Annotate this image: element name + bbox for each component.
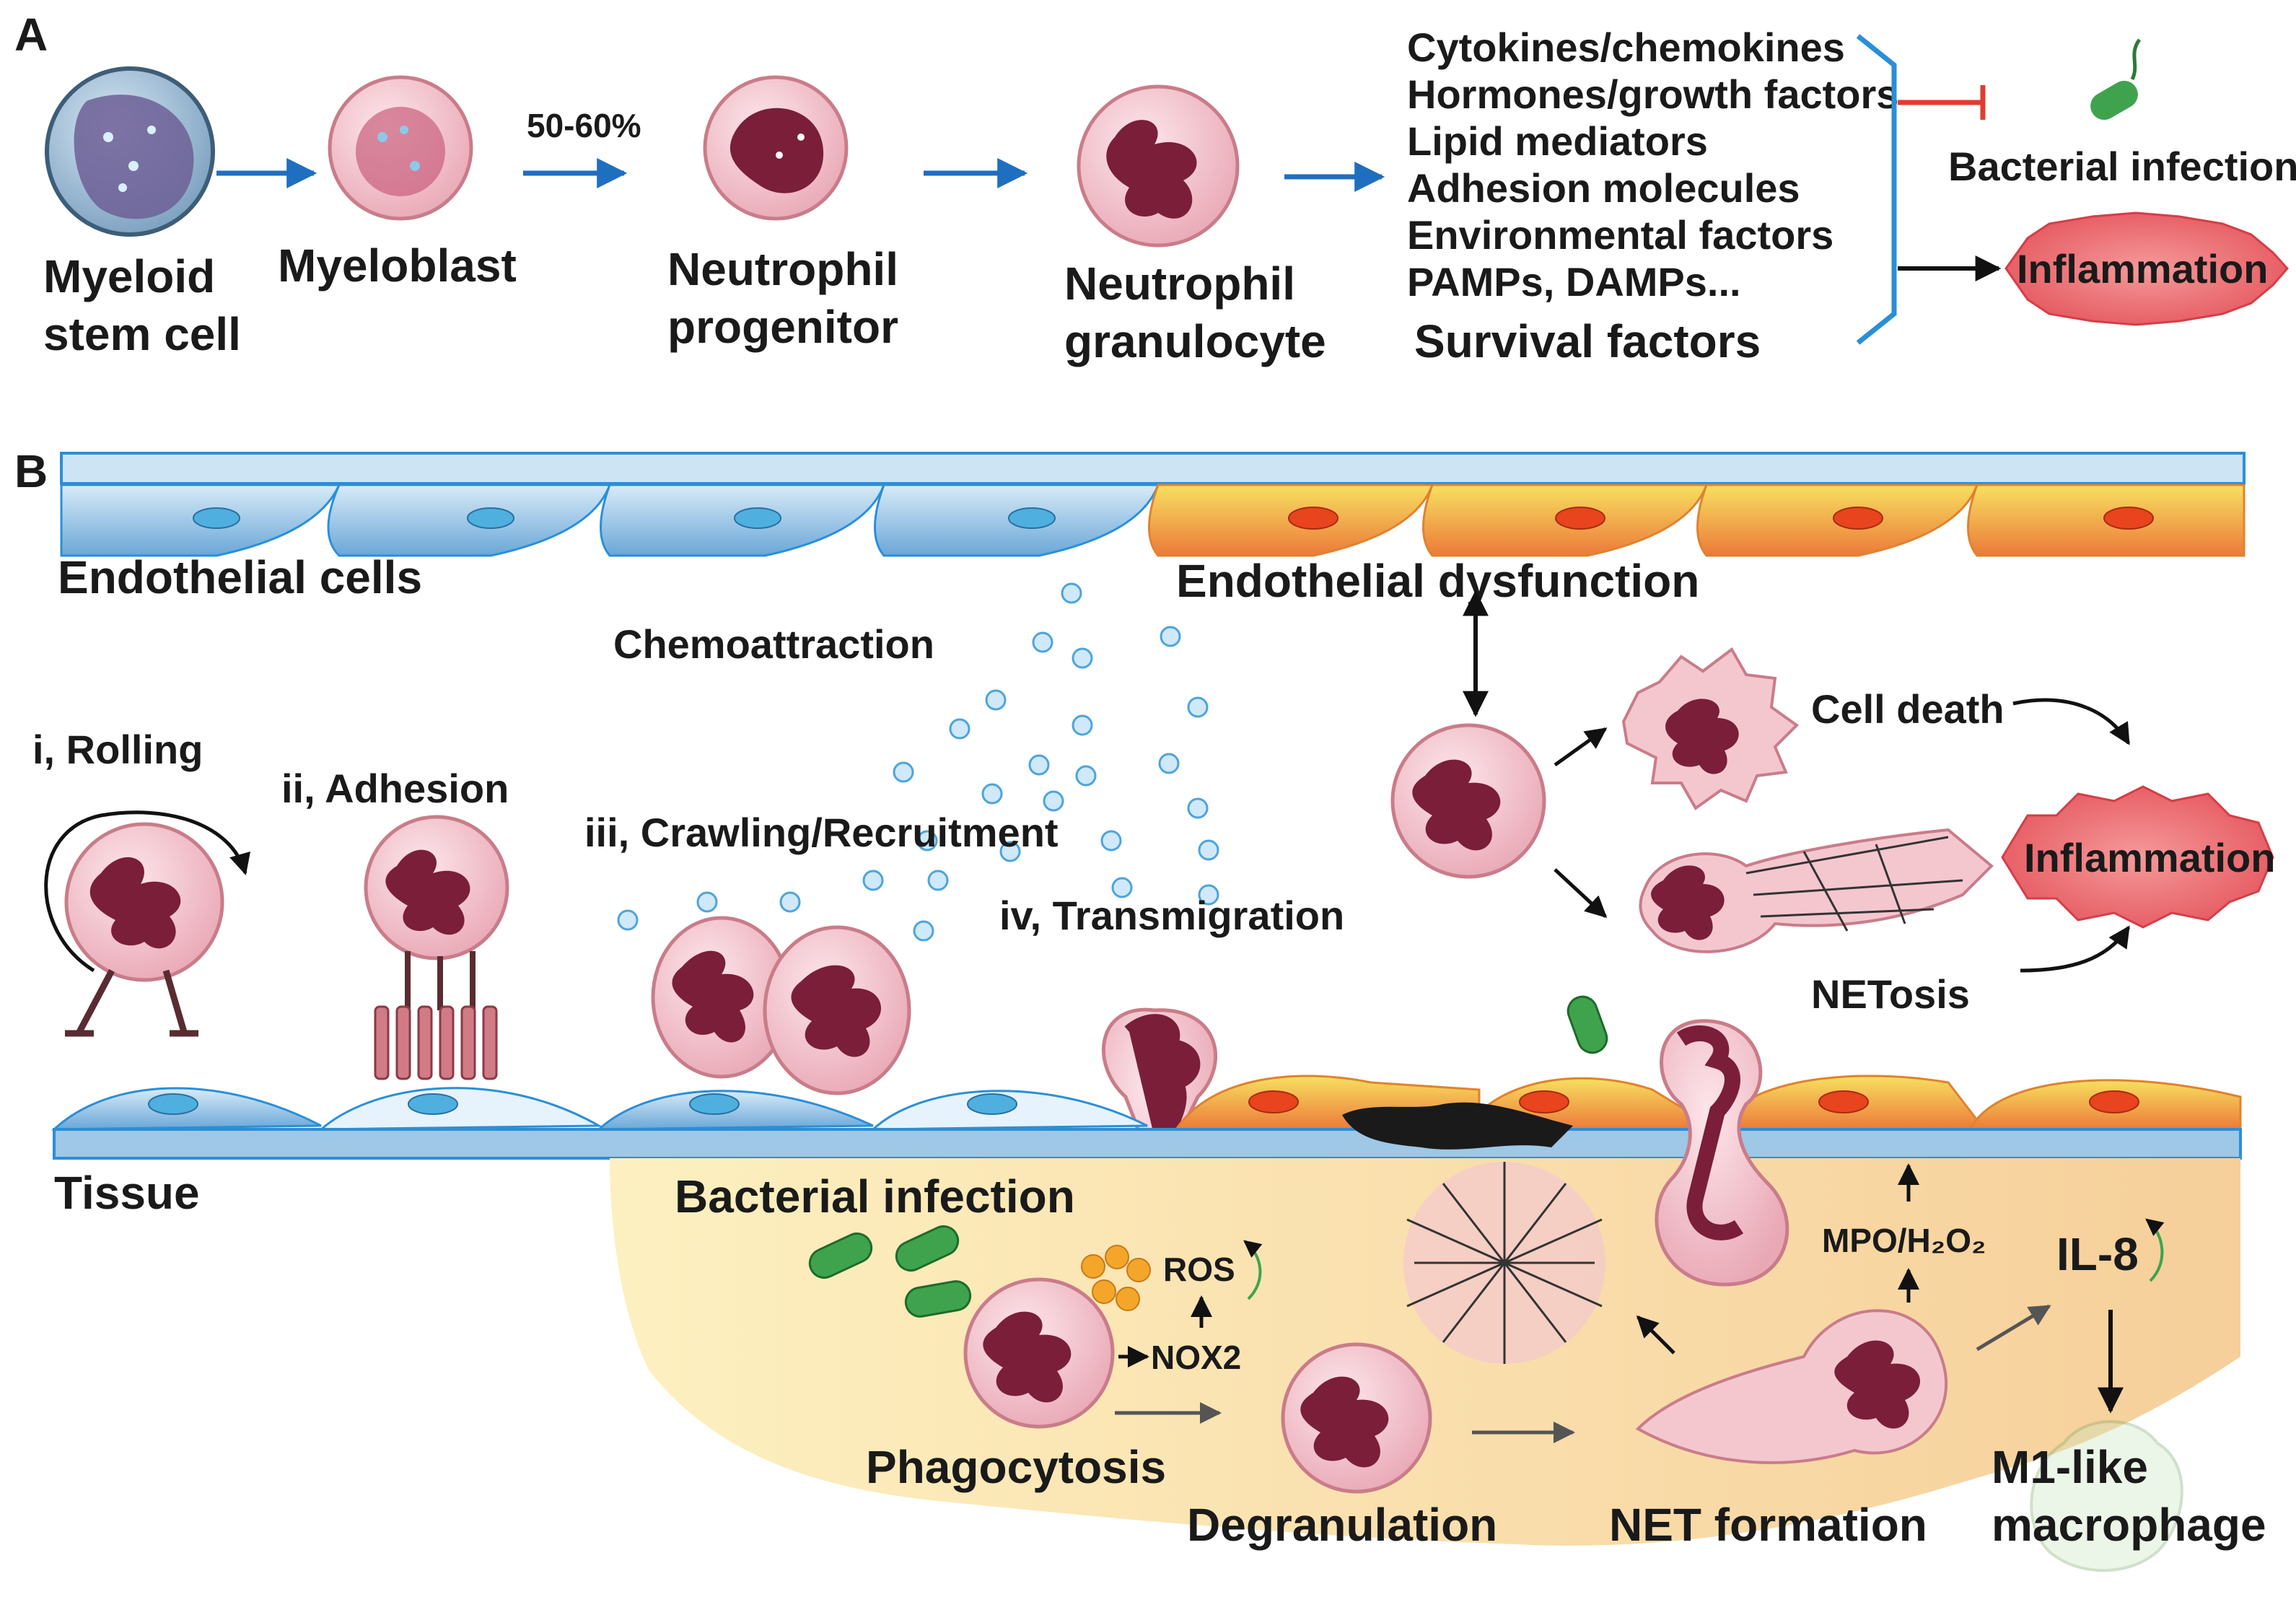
arrow-to-cell-death	[1554, 727, 1608, 767]
factor-item: Lipid mediators	[1407, 118, 1708, 164]
cell-death-label: Cell death	[1811, 686, 2004, 732]
rolling-receptors	[65, 968, 198, 1037]
neutrophil-progenitor-cell	[703, 75, 849, 221]
adhesion-label: ii, Adhesion	[281, 766, 509, 811]
neutrophil-progenitor-label-2: progenitor	[667, 301, 898, 353]
transmigration-label: iv, Transmigration	[999, 893, 1344, 938]
netosis-cell	[1639, 828, 1994, 953]
survival-factors-title: Survival factors	[1414, 315, 1761, 367]
neutrophil-granulocyte-label-2: granulocyte	[1064, 315, 1326, 367]
bacteria-icon	[2090, 38, 2142, 120]
arrow-to-netosis	[1554, 868, 1608, 919]
il8-label: IL-8	[2056, 1228, 2139, 1280]
tissue-label: Tissue	[54, 1167, 200, 1219]
endothelial-dysfunction-label: Endothelial dysfunction	[1176, 555, 1699, 607]
ros-label: ROS	[1163, 1251, 1235, 1288]
factor-item: PAMPs, DAMPs...	[1407, 259, 1741, 305]
inflammation-burst-b	[2001, 785, 2274, 929]
arrow-net-up	[1636, 1315, 1675, 1354]
macrophage-label-1: M1-like	[1992, 1441, 2148, 1493]
myeloid-stem-cell	[45, 66, 215, 237]
myeloblast-label: Myeloblast	[278, 240, 517, 292]
ros-up-arrow	[1243, 1240, 1263, 1300]
inflammation-label-b: Inflammation	[2024, 835, 2275, 880]
degranulation-neutrophil	[1281, 1342, 1432, 1494]
dysfunction-neutrophil	[1390, 723, 1546, 879]
dying-cell	[1621, 647, 1800, 810]
net-formation-neutrophil	[1635, 1309, 1948, 1464]
adhesion-molecules	[374, 1005, 498, 1080]
nox2-label: NOX2	[1151, 1339, 1241, 1376]
rolling-neutrophil	[64, 822, 224, 982]
crawling-label: iii, Crawling/Recruitment	[584, 810, 1059, 855]
panel-a-label: A	[14, 9, 48, 61]
bacterial-infection-label-a: Bacterial infection	[1948, 144, 2296, 189]
arrow-to-il8	[1976, 1304, 2051, 1352]
bacterial-infection-label-b: Bacterial infection	[675, 1170, 1075, 1222]
net-web	[1403, 1162, 1605, 1364]
myeloid-stem-cell-label-2: stem cell	[43, 308, 241, 360]
top-vessel-wall	[60, 452, 2245, 485]
panel-b-label: B	[14, 445, 48, 497]
factor-item: Environmental factors	[1407, 212, 1833, 258]
macrophage-icon	[2030, 1420, 2183, 1572]
rolling-label: i, Rolling	[32, 727, 203, 772]
neutrophil-granulocyte-cell	[1077, 84, 1240, 248]
top-endothelial-row	[60, 483, 2245, 557]
myeloid-stem-cell-label-1: Myeloid	[43, 250, 215, 302]
bottom-vessel-wall	[53, 1128, 2242, 1160]
percent-label: 50-60%	[527, 107, 641, 144]
crawling-neutrophils	[651, 916, 911, 1095]
arrow-cell-death-to-inflammation	[2012, 698, 2131, 745]
endothelial-cells-label: Endothelial cells	[58, 551, 422, 603]
factor-item: Hormones/growth factors	[1407, 71, 1898, 117]
myeloblast-cell	[328, 75, 473, 221]
adhesion-receptors	[405, 951, 476, 1010]
netosis-label: NETosis	[1811, 971, 1970, 1017]
macrophage-label-2: macrophage	[1992, 1499, 2266, 1551]
degranulation-label: Degranulation	[1187, 1499, 1497, 1551]
mpo-label: MPO/H₂O₂	[1822, 1222, 1986, 1259]
transmigrating-neutrophil-right	[1655, 1019, 1789, 1287]
il8-up-arrow	[2145, 1218, 2165, 1282]
rolling-arrow	[44, 810, 250, 973]
factors-bracket	[1856, 34, 1897, 345]
chemoattraction-label: Chemoattraction	[613, 621, 934, 667]
ros-particles	[1081, 1245, 1151, 1311]
chemokine-dots	[617, 582, 1219, 942]
arrow-netosis-to-inflammation	[2020, 925, 2131, 973]
neutrophil-granulocyte-label-1: Neutrophil	[1064, 258, 1295, 310]
phagocytosis-neutrophil	[963, 1277, 1115, 1429]
phagocytosis-label: Phagocytosis	[866, 1441, 1166, 1493]
tissue-damage	[1342, 1102, 1573, 1150]
adhesion-neutrophil	[364, 815, 509, 960]
factors-list: Cytokines/chemokines Hormones/growth fac…	[1407, 25, 1898, 305]
factor-item: Adhesion molecules	[1407, 165, 1800, 211]
factor-item: Cytokines/chemokines	[1407, 25, 1845, 70]
inflammation-label-a: Inflammation	[2017, 246, 2268, 292]
net-formation-label: NET formation	[1609, 1499, 1927, 1551]
bottom-endothelial-row	[51, 1075, 2242, 1131]
neutrophil-progenitor-label-1: Neutrophil	[667, 243, 898, 295]
inflammation-burst-a	[2004, 211, 2290, 326]
